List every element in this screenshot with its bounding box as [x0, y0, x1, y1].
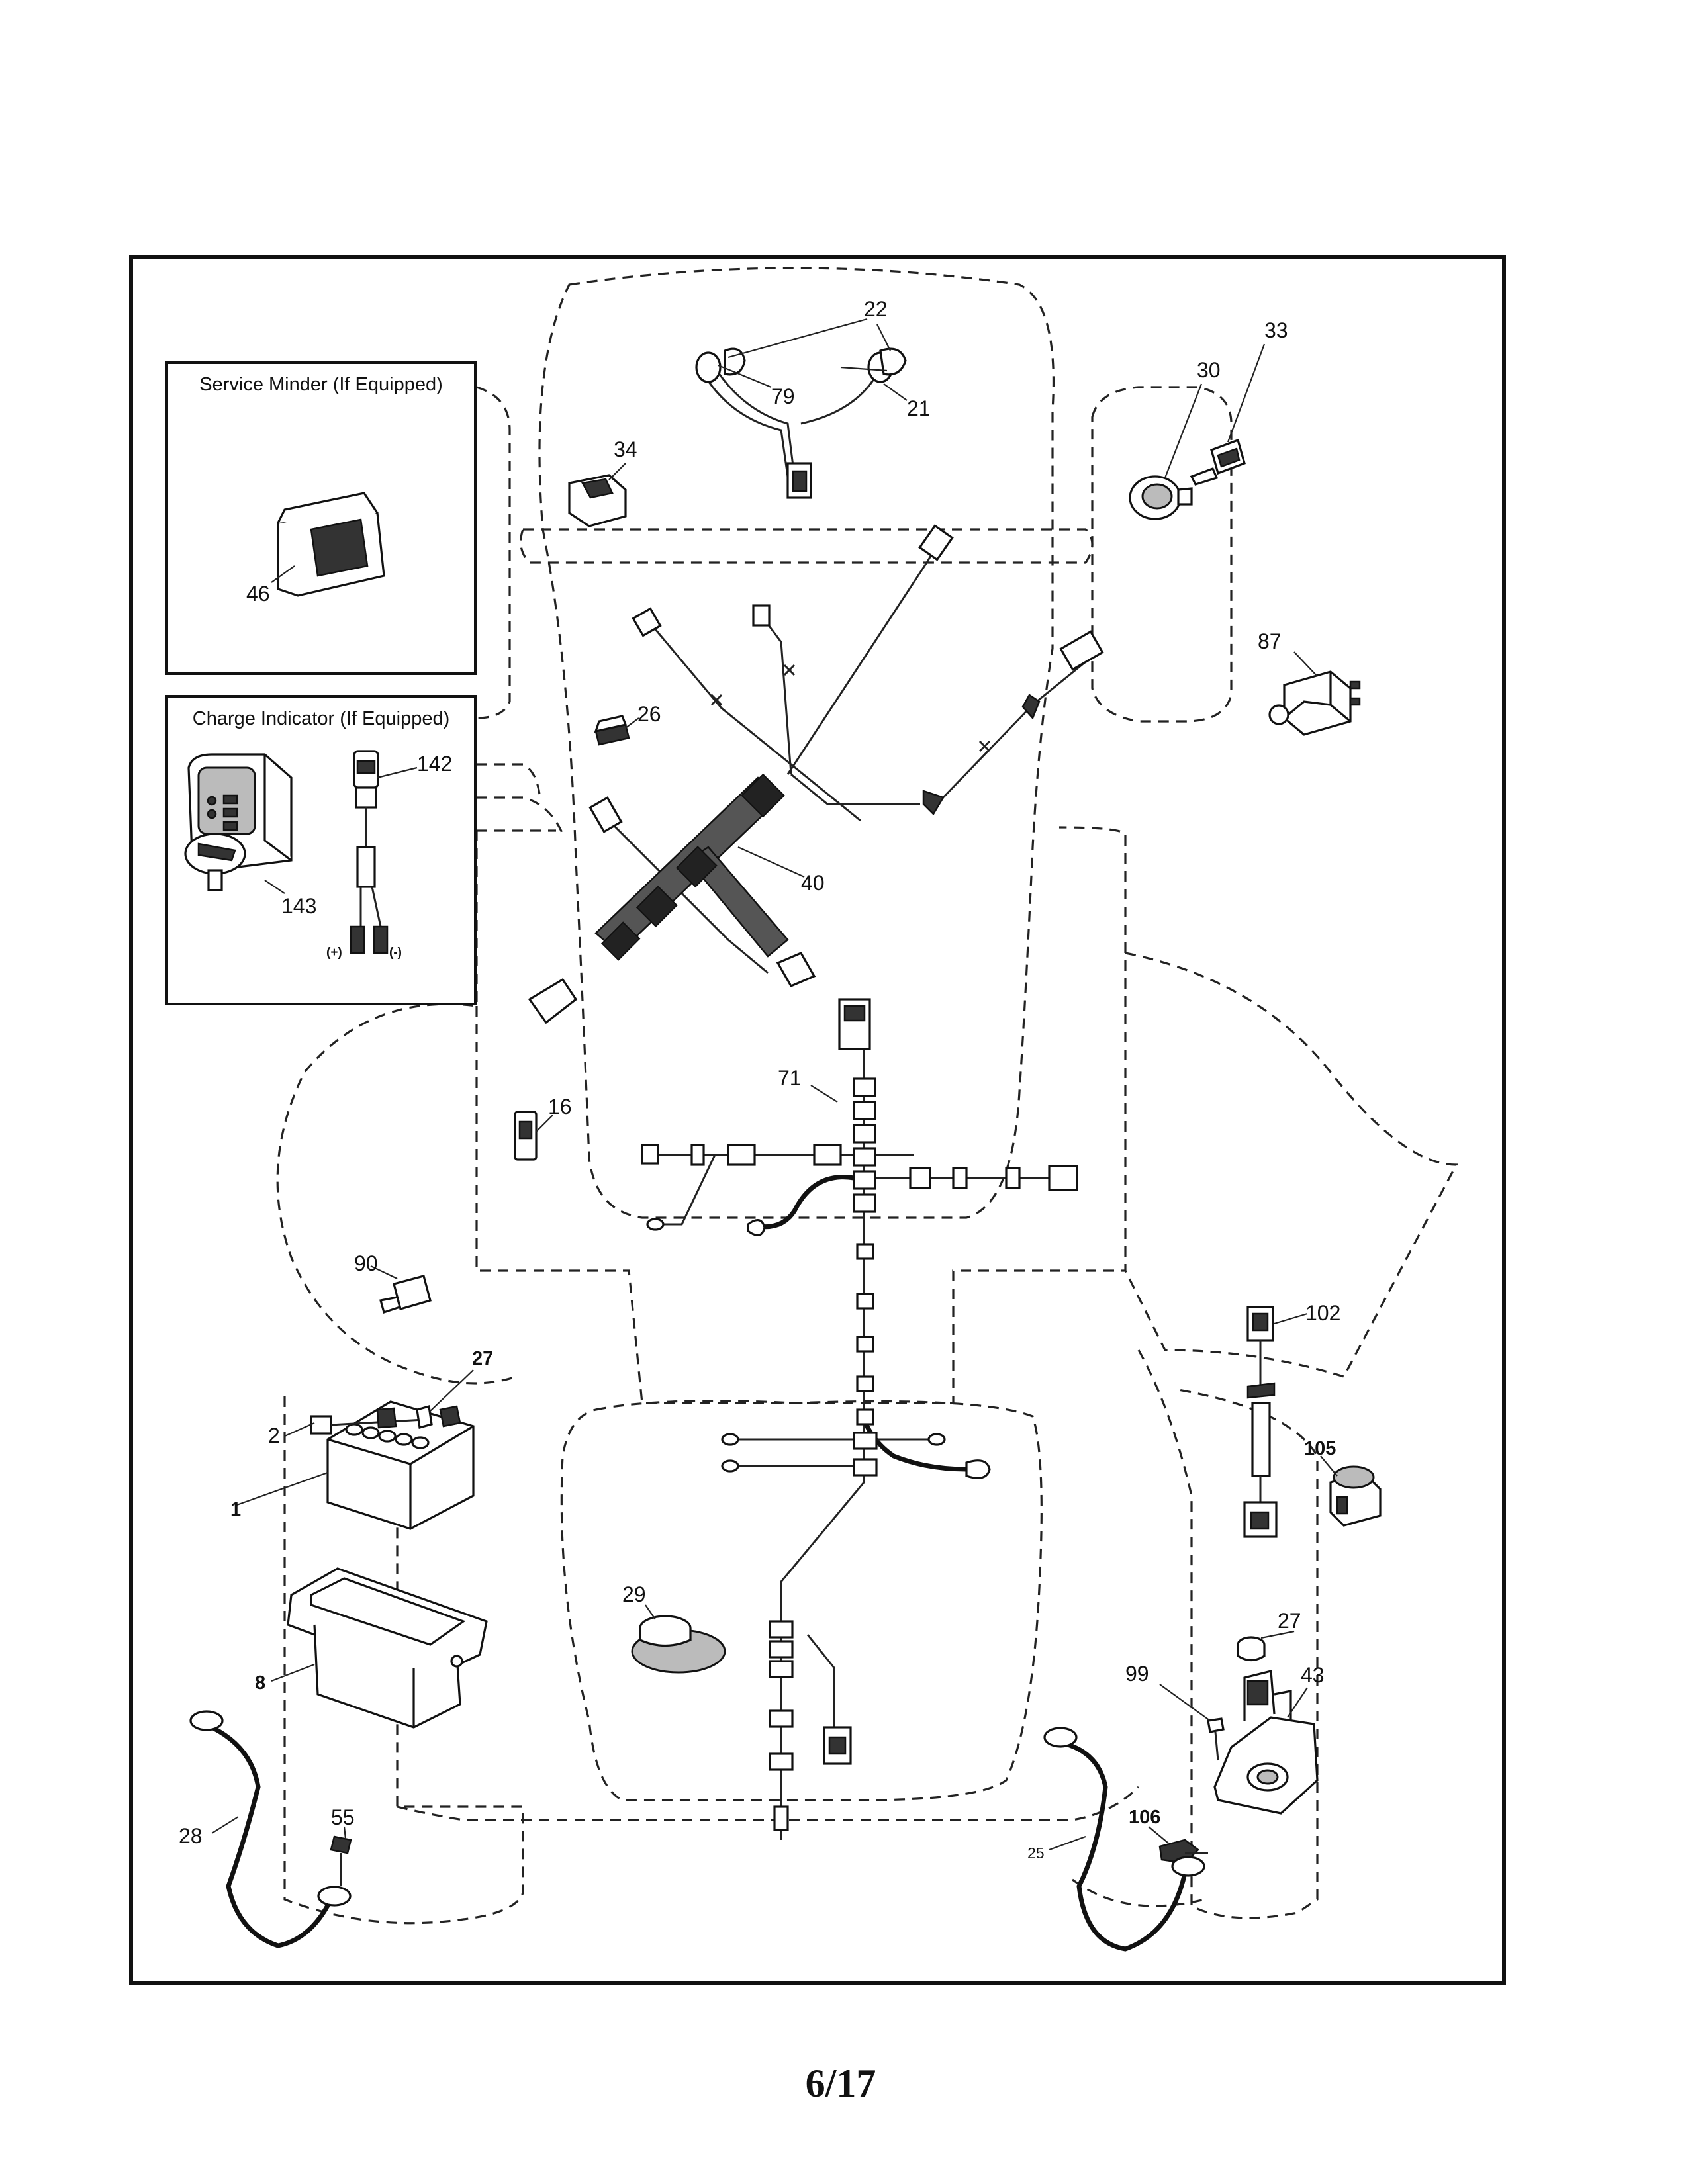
main-harness-71	[641, 998, 1078, 1840]
nut-27-solenoid	[1237, 1630, 1295, 1662]
right-pod-outline	[1091, 386, 1233, 723]
left-fender-outline	[276, 831, 517, 1385]
key-33	[1190, 343, 1266, 486]
ignition-switch-30	[1129, 383, 1203, 520]
main-harness-40	[528, 524, 1104, 1024]
callout-106: 106	[1129, 1807, 1160, 1828]
bolt-2	[284, 1407, 424, 1437]
battery-tray-8	[271, 1567, 488, 1729]
solenoid-43	[1213, 1669, 1319, 1815]
part-29	[631, 1604, 726, 1674]
callout-30: 30	[1197, 358, 1221, 382]
relay-87	[1268, 651, 1361, 736]
lower-tray-outline	[560, 1400, 1043, 1801]
dash-crossbar	[520, 528, 1094, 564]
callout-87: 87	[1258, 629, 1282, 653]
charge-indicator-inset: Charge Indicator (If Equipped) 143	[165, 695, 477, 1005]
battery-1	[234, 1400, 475, 1530]
callout-2: 2	[268, 1424, 280, 1447]
connector-16	[514, 1111, 553, 1161]
left-panel-outline	[475, 826, 1127, 1404]
callout-79: 79	[771, 385, 795, 408]
callout-25: 25	[1027, 1844, 1045, 1862]
screw-99	[1159, 1684, 1225, 1761]
callout-33: 33	[1264, 318, 1288, 342]
callout-55: 55	[331, 1805, 355, 1829]
lower-frame-outline	[397, 1786, 1140, 1821]
callout-46: 46	[246, 582, 270, 606]
diagram-frame	[129, 255, 1506, 1985]
nut-27-battery	[416, 1369, 474, 1430]
callout-22: 22	[864, 297, 888, 321]
part-90	[370, 1265, 432, 1314]
callout-99: 99	[1125, 1662, 1149, 1686]
callout-142: 142	[417, 752, 452, 776]
callout-90: 90	[354, 1251, 378, 1275]
service-minder-link	[476, 386, 511, 719]
callout-16: 16	[548, 1095, 572, 1118]
cable-25	[1043, 1727, 1205, 1952]
right-cable-outline	[1072, 1878, 1205, 1907]
part-106	[1148, 1826, 1208, 1864]
switch-34	[568, 463, 627, 527]
charge-indicator-link-a	[477, 763, 541, 795]
switch-105	[1320, 1455, 1382, 1527]
callout-71: 71	[778, 1066, 802, 1090]
charge-gauge-part	[184, 753, 293, 891]
callout-27-solenoid: 27	[1278, 1609, 1301, 1633]
charge-indicator-title: Charge Indicator (If Equipped)	[193, 708, 450, 729]
fuse-26	[594, 715, 639, 746]
callout-26: 26	[637, 702, 661, 726]
right-fender-outline	[1124, 952, 1458, 1378]
callout-27-battery: 27	[472, 1348, 493, 1369]
terminal-positive-label: (+)	[326, 946, 342, 960]
hood-outline	[538, 267, 1055, 1219]
callout-21: 21	[907, 396, 931, 420]
service-minder-inset: Service Minder (If Equipped) 46	[165, 361, 477, 675]
screw-55	[330, 1826, 352, 1886]
ground-cable-28	[189, 1710, 352, 1948]
harness-102	[1243, 1306, 1308, 1538]
callout-28: 28	[179, 1824, 203, 1848]
callout-29: 29	[622, 1582, 646, 1606]
headlight-harness	[695, 318, 908, 499]
callout-1: 1	[230, 1499, 241, 1520]
callout-34: 34	[614, 437, 637, 461]
page-number: 6/17	[806, 2062, 876, 2105]
callout-40: 40	[801, 871, 825, 895]
charge-harness-part	[350, 750, 389, 954]
terminal-negative-label: (-)	[389, 946, 402, 960]
callout-43: 43	[1301, 1663, 1325, 1687]
charge-indicator-link-b	[477, 796, 564, 835]
callout-143: 143	[281, 894, 316, 918]
right-lower-outline	[1137, 1349, 1319, 1919]
callout-102: 102	[1305, 1301, 1340, 1325]
callout-8: 8	[255, 1672, 265, 1694]
service-minder-part	[277, 492, 385, 597]
callout-105: 105	[1304, 1438, 1336, 1459]
service-minder-title: Service Minder (If Equipped)	[199, 374, 443, 395]
